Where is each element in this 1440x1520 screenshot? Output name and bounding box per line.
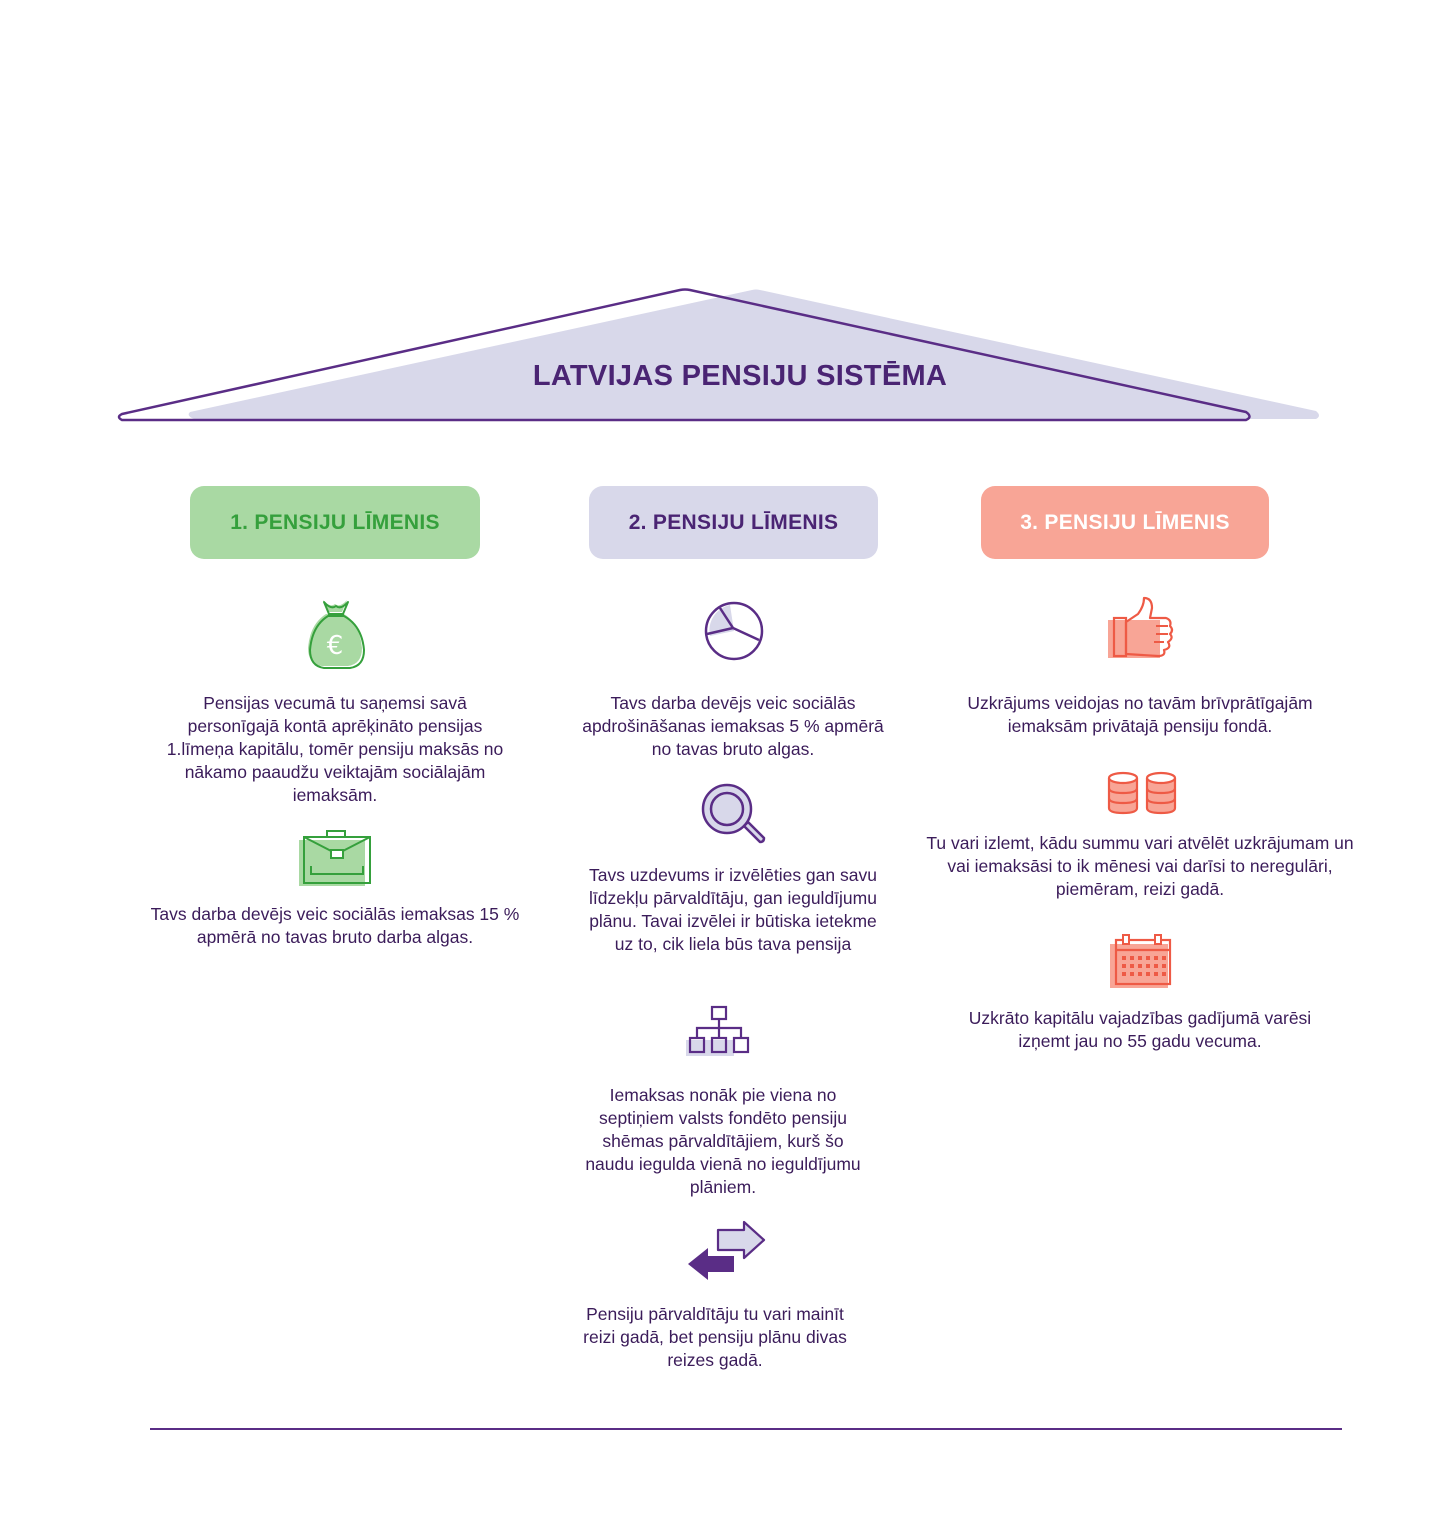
roof-graphic [117, 288, 1320, 422]
calendar-icon [1110, 934, 1172, 988]
page-title: LATVIJAS PENSIJU SISTĒMA [532, 360, 948, 392]
level-2-item-4-text: Pensiju pārvaldītāju tu vari mainīt reiz… [583, 1304, 847, 1370]
money-bag-euro-icon: € [308, 600, 365, 669]
svg-text:€: € [327, 631, 344, 661]
level-1-item-1-text: Pensijas vecumā tu saņemsi savā personīg… [166, 693, 504, 805]
level-3-item-3-text: Uzkrāto kapitālu vajadzības gadījumā var… [968, 1008, 1312, 1051]
level-3-header: 3. PENSIJU LĪMENIS [981, 486, 1269, 559]
level-2-header: 2. PENSIJU LĪMENIS [589, 486, 878, 559]
level-1-header: 1. PENSIJU LĪMENIS [190, 486, 480, 559]
bottom-divider [150, 1428, 1342, 1430]
level-1-item-2-text: Tavs darba devējs veic sociālās iemaksas… [150, 904, 520, 947]
briefcase-icon [299, 830, 371, 886]
pie-chart-icon [704, 601, 764, 661]
thumbs-up-icon [1108, 596, 1174, 658]
level-3-item-2-text: Tu vari izlemt, kādu summu vari atvēlēt … [926, 833, 1354, 899]
level-2-item-2-text: Tavs uzdevums ir izvēlēties gan savu līd… [589, 865, 877, 954]
org-chart-icon [686, 1005, 750, 1056]
level-2-item-3-text: Iemaksas nonāk pie viena no septiņiem va… [585, 1085, 861, 1197]
level-2-item-1-text: Tavs darba devējs veic sociālās apdrošin… [582, 693, 884, 759]
coin-stacks-icon [1107, 771, 1177, 815]
level-3-item-1-text: Uzkrājums veidojas no tavām brīvprātīgaj… [967, 693, 1313, 736]
magnifier-icon [701, 783, 766, 844]
swap-arrows-icon [688, 1220, 766, 1280]
